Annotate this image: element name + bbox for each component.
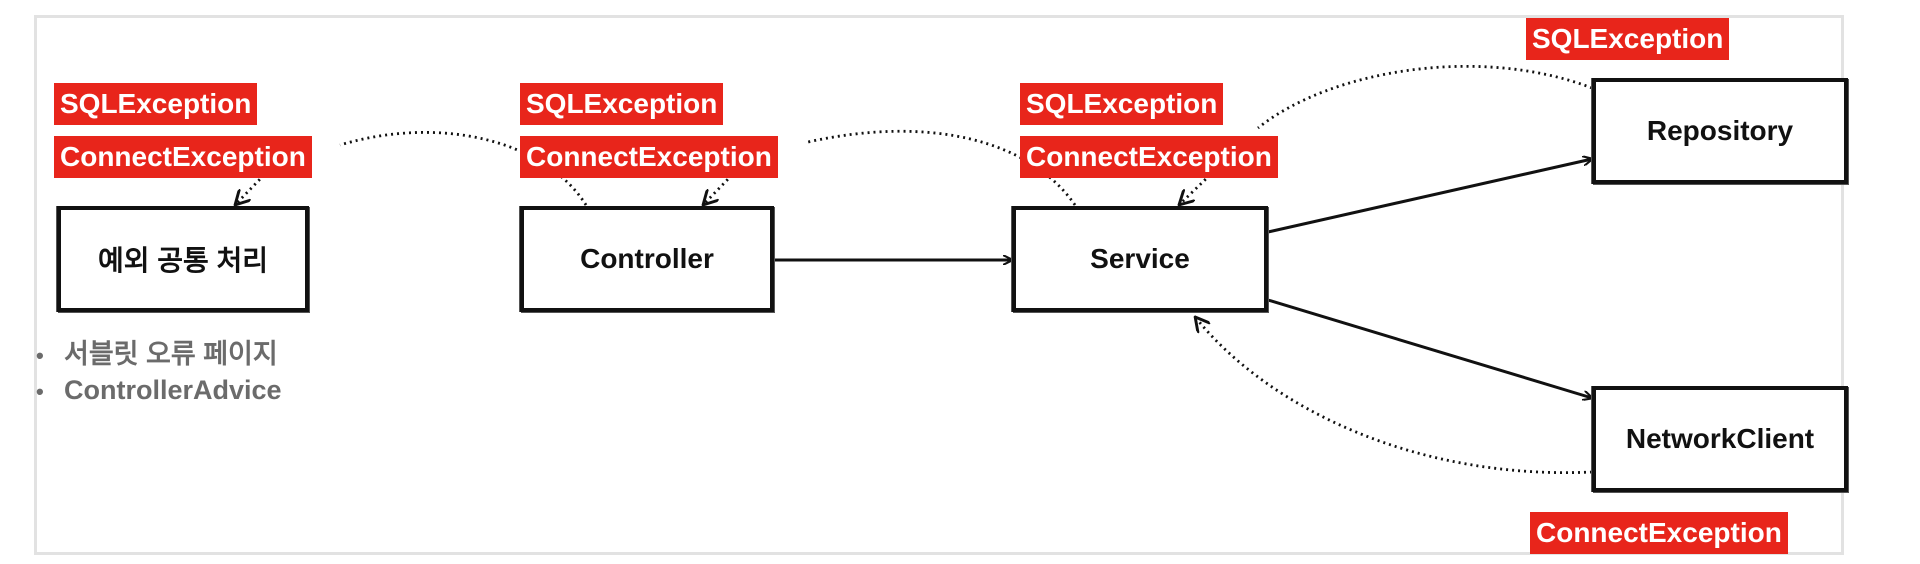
repository-box: Repository	[1592, 78, 1848, 184]
call-arrow-service-networkclient	[1267, 298, 1592, 398]
throw-arrow-into-service	[1180, 173, 1211, 204]
handler-note-1: • 서블릿 오류 페이지	[36, 332, 278, 371]
exception-tag-service-connect: ConnectException	[1020, 136, 1278, 178]
repository-label: Repository	[1646, 115, 1794, 146]
networkclient-box: NetworkClient	[1592, 386, 1848, 492]
throw-arrow-into-handler	[236, 174, 266, 204]
service-box: Service	[1012, 206, 1268, 312]
exception-tag-handler-connect: ConnectException	[54, 136, 312, 178]
controller-label: Controller	[580, 243, 714, 274]
handler-note-text: ControllerAdvice	[64, 375, 282, 405]
networkclient-label: NetworkClient	[1625, 423, 1815, 454]
diagram-frame	[34, 15, 1844, 555]
throw-arrow-controller-handler	[339, 131, 588, 206]
throw-arrow-service-controller	[807, 129, 1077, 206]
exception-tag-controller-sql: SQLException	[520, 83, 724, 125]
handler-label: 예외 공통 처리	[97, 245, 269, 276]
controller-box: Controller	[520, 206, 774, 312]
exception-tag-handler-sql: SQLException	[54, 83, 258, 125]
call-arrow-service-repository	[1267, 159, 1592, 234]
exception-tag-service-sql: SQLException	[1020, 83, 1224, 125]
service-label: Service	[1090, 243, 1190, 274]
handler-note-text: 서블릿 오류 페이지	[64, 339, 278, 369]
exception-tag-network-connect: ConnectException	[1530, 512, 1788, 554]
bullet-icon: •	[36, 343, 44, 368]
bullet-icon: •	[36, 379, 44, 404]
handler-box: 예외 공통 처리	[57, 206, 309, 312]
exception-tag-controller-connect: ConnectException	[520, 136, 778, 178]
throw-arrow-into-controller	[704, 174, 734, 204]
throw-arrow-networkclient-service	[1196, 318, 1593, 475]
exception-tag-repository-sql: SQLException	[1526, 18, 1730, 60]
throw-arrow-repository-service	[1257, 64, 1593, 130]
handler-note-2: • ControllerAdvice	[36, 375, 282, 406]
